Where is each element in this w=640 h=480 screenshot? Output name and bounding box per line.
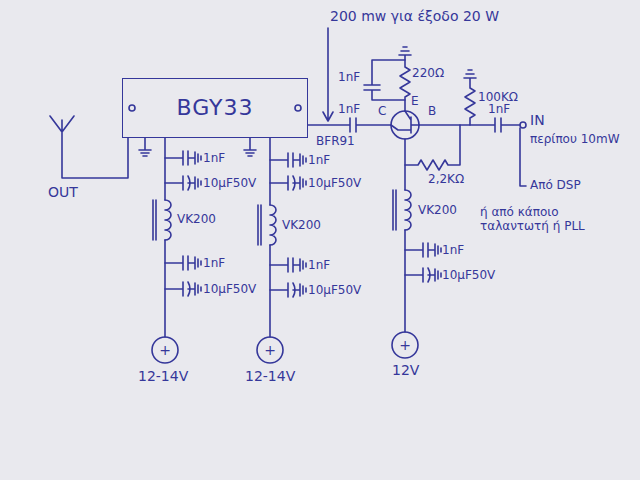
schematic-label: 100KΩ	[478, 90, 518, 104]
schematic-label: Από DSP	[530, 178, 581, 192]
schematic-label: περίπου 10mW	[530, 132, 620, 146]
schematic-label: 1nF	[338, 102, 360, 116]
supply-sign: +	[159, 342, 171, 358]
schematic-label: 1nF	[308, 153, 330, 167]
schematic-label: 220Ω	[412, 66, 444, 80]
schematic-label: 10μF50V	[442, 268, 495, 282]
schematic-label: VK200	[418, 203, 457, 217]
supply-sign: +	[264, 342, 276, 358]
schematic-label: OUT	[48, 184, 78, 200]
schematic-label: 10μF50V	[308, 176, 361, 190]
schematic-label: E	[411, 94, 419, 108]
schematic-label: B	[428, 104, 436, 118]
schematic-label: 2,2KΩ	[428, 172, 464, 186]
schematic-label: BFR91	[316, 134, 355, 148]
schematic-label: 12-14V	[138, 368, 188, 384]
schematic-label: 1nF	[338, 70, 360, 84]
schematic-label: VK200	[282, 218, 321, 232]
schematic-label: 1nF	[203, 256, 225, 270]
schematic-label: VK200	[177, 212, 216, 226]
schematic-label: 1nF	[308, 258, 330, 272]
schematic-label: 10μF50V	[308, 283, 361, 297]
schematic-label: 12-14V	[245, 368, 295, 384]
schematic-label: 1nF	[203, 151, 225, 165]
schematic-label: 1nF	[488, 102, 510, 116]
supply-sign: +	[399, 337, 411, 353]
schematic-label: 10μF50V	[203, 176, 256, 190]
schematic-label: 1nF	[442, 243, 464, 257]
schematic-label: C	[378, 104, 386, 118]
schematic-label: 12V	[392, 362, 419, 378]
module-box: BGY33	[122, 78, 308, 138]
schematic-label: 200 mw για έξοδο 20 W	[330, 8, 499, 24]
schematic-label: ή από κάποιο ταλαντωτή ή PLL	[480, 205, 630, 233]
schematic-label: 10μF50V	[203, 282, 256, 296]
schematic-label: IN	[530, 112, 545, 128]
module-name: BGY33	[176, 95, 253, 121]
